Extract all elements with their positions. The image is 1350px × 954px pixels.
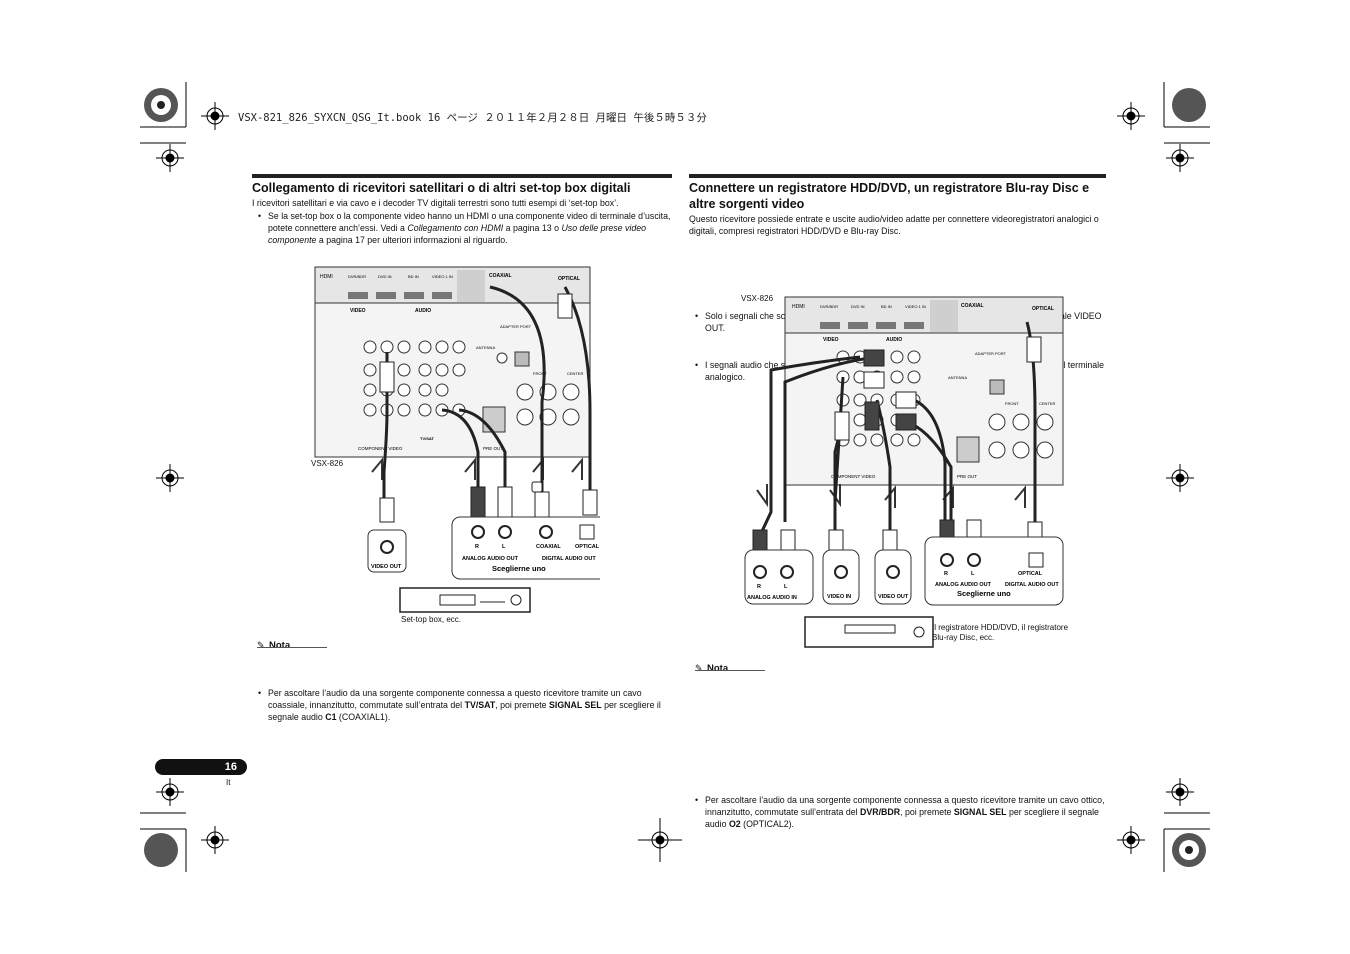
panel-bd-label: BD IN bbox=[408, 274, 419, 279]
right-choose-label: Sceglierne uno bbox=[957, 589, 1011, 598]
right-video-in-label: VIDEO IN bbox=[827, 594, 851, 600]
right-digital-audio-out-label: DIGITAL AUDIO OUT bbox=[1005, 582, 1059, 588]
panel-component-label-r: COMPONENT VIDEO bbox=[831, 474, 876, 479]
left-nota-text: Per ascoltare l’audio da una sorgente co… bbox=[258, 687, 682, 723]
left-digital-audio-out-label: DIGITAL AUDIO OUT bbox=[542, 556, 596, 562]
right-nota-text: Per ascoltare l’audio da una sorgente co… bbox=[695, 794, 1115, 830]
left-device-caption: Set-top box, ecc. bbox=[401, 615, 462, 624]
right-connection-diagram: HDMI DVR/BDR DVD IN BD IN VIDEO 1 IN COA… bbox=[744, 296, 1064, 648]
note-pencil-icon: ✎ bbox=[257, 640, 265, 650]
left-bullet-1: Se la set-top box o la componente video … bbox=[258, 210, 680, 246]
right-r-label: R bbox=[944, 571, 948, 577]
panel-front-label-r: FRONT bbox=[1005, 401, 1019, 406]
right-in-r-label: R bbox=[757, 584, 761, 590]
panel-adapter-label: ADAPTER PORT bbox=[500, 324, 532, 329]
right-optical-label: OPTICAL bbox=[1018, 571, 1043, 577]
right-analog-audio-in-label: ANALOG AUDIO IN bbox=[747, 595, 797, 601]
page-number: 16 bbox=[155, 759, 247, 775]
left-intro: I ricevitori satellitari e via cavo e i … bbox=[252, 198, 619, 208]
left-connection-diagram: HDMI DVR/BDR DVD IN BD IN VIDEO 1 IN COA… bbox=[314, 266, 600, 613]
right-video-out-label: VIDEO OUT bbox=[878, 594, 909, 600]
panel-center-label: CENTER bbox=[567, 371, 584, 376]
left-analog-audio-out-label: ANALOG AUDIO OUT bbox=[462, 556, 519, 562]
print-header: VSX-821_826_SYXCN_QSG_It.book 16 ページ ２０１… bbox=[238, 112, 707, 124]
panel-hdmi-label-r: HDMI bbox=[792, 304, 805, 310]
panel-video1-label: VIDEO 1 IN bbox=[432, 274, 453, 279]
left-model-label: VSX-826 bbox=[311, 459, 344, 468]
panel-dvr-label: DVR/BDR bbox=[348, 274, 366, 279]
left-r-label: R bbox=[475, 544, 479, 550]
right-analog-audio-out-label: ANALOG AUDIO OUT bbox=[935, 582, 992, 588]
panel-bd-label-r: BD IN bbox=[881, 304, 892, 309]
left-optical-label: OPTICAL bbox=[575, 544, 600, 550]
panel-center-label-r: CENTER bbox=[1039, 401, 1056, 406]
right-device-caption: Il registratore HDD/DVD, il registratore… bbox=[932, 623, 1069, 642]
receiver-back-panel: HDMI DVR/BDR DVD IN BD IN VIDEO 1 IN COA… bbox=[314, 266, 591, 458]
panel-dvr-label-r: DVR/BDR bbox=[820, 304, 838, 309]
right-nota-rule bbox=[695, 670, 765, 671]
right-l-label: L bbox=[971, 571, 975, 577]
panel-audio-label-r: AUDIO bbox=[886, 337, 902, 343]
left-l-label: L bbox=[502, 544, 506, 550]
panel-optical-label: OPTICAL bbox=[558, 276, 580, 282]
right-nota-heading: ✎ Nota bbox=[695, 663, 729, 674]
right-section-title: Connettere un registratore HDD/DVD, un r… bbox=[689, 181, 1090, 211]
panel-antenna-label-r: ANTENNA bbox=[948, 375, 967, 380]
panel-coaxial-label-r: COAXIAL bbox=[961, 303, 984, 309]
panel-audio-label: AUDIO bbox=[415, 308, 431, 314]
receiver-back-panel-right: HDMI DVR/BDR DVD IN BD IN VIDEO 1 IN COA… bbox=[784, 296, 1064, 486]
left-choose-label: Sceglierne uno bbox=[492, 564, 546, 573]
panel-preout-label-r: PRE OUT bbox=[957, 474, 977, 479]
right-in-l-label: L bbox=[784, 584, 788, 590]
left-rule bbox=[252, 174, 672, 178]
panel-video-label: VIDEO bbox=[350, 308, 366, 314]
panel-antenna-label: ANTENNA bbox=[476, 345, 495, 350]
page-language: It bbox=[226, 778, 231, 787]
panel-dvd-label-r: DVD IN bbox=[851, 304, 865, 309]
panel-preout-label: PRE OUT bbox=[483, 446, 503, 451]
left-nota-rule bbox=[257, 647, 327, 648]
panel-optical-label-r: OPTICAL bbox=[1032, 306, 1054, 312]
panel-front-label: FRONT bbox=[533, 371, 547, 376]
left-coaxial-label: COAXIAL bbox=[536, 544, 561, 550]
right-rule bbox=[689, 174, 1106, 178]
panel-tvsat-label: TV/SAT bbox=[420, 436, 434, 441]
panel-adapter-label-r: ADAPTER PORT bbox=[975, 351, 1007, 356]
left-nota-heading: ✎ Nota bbox=[257, 640, 291, 651]
right-intro: Questo ricevitore possiede entrate e usc… bbox=[689, 214, 1099, 236]
panel-dvd-label: DVD IN bbox=[378, 274, 392, 279]
right-model-label: VSX-826 bbox=[741, 294, 774, 303]
left-video-out-label: VIDEO OUT bbox=[371, 564, 402, 570]
panel-hdmi-label: HDMI bbox=[320, 274, 333, 280]
panel-video-label-r: VIDEO bbox=[823, 337, 839, 343]
note-pencil-icon: ✎ bbox=[695, 663, 703, 673]
panel-component-label: COMPONENT VIDEO bbox=[358, 446, 403, 451]
panel-coaxial-label: COAXIAL bbox=[489, 273, 512, 279]
panel-video1-label-r: VIDEO 1 IN bbox=[905, 304, 926, 309]
left-section-title: Collegamento di ricevitori satellitari o… bbox=[252, 181, 631, 195]
